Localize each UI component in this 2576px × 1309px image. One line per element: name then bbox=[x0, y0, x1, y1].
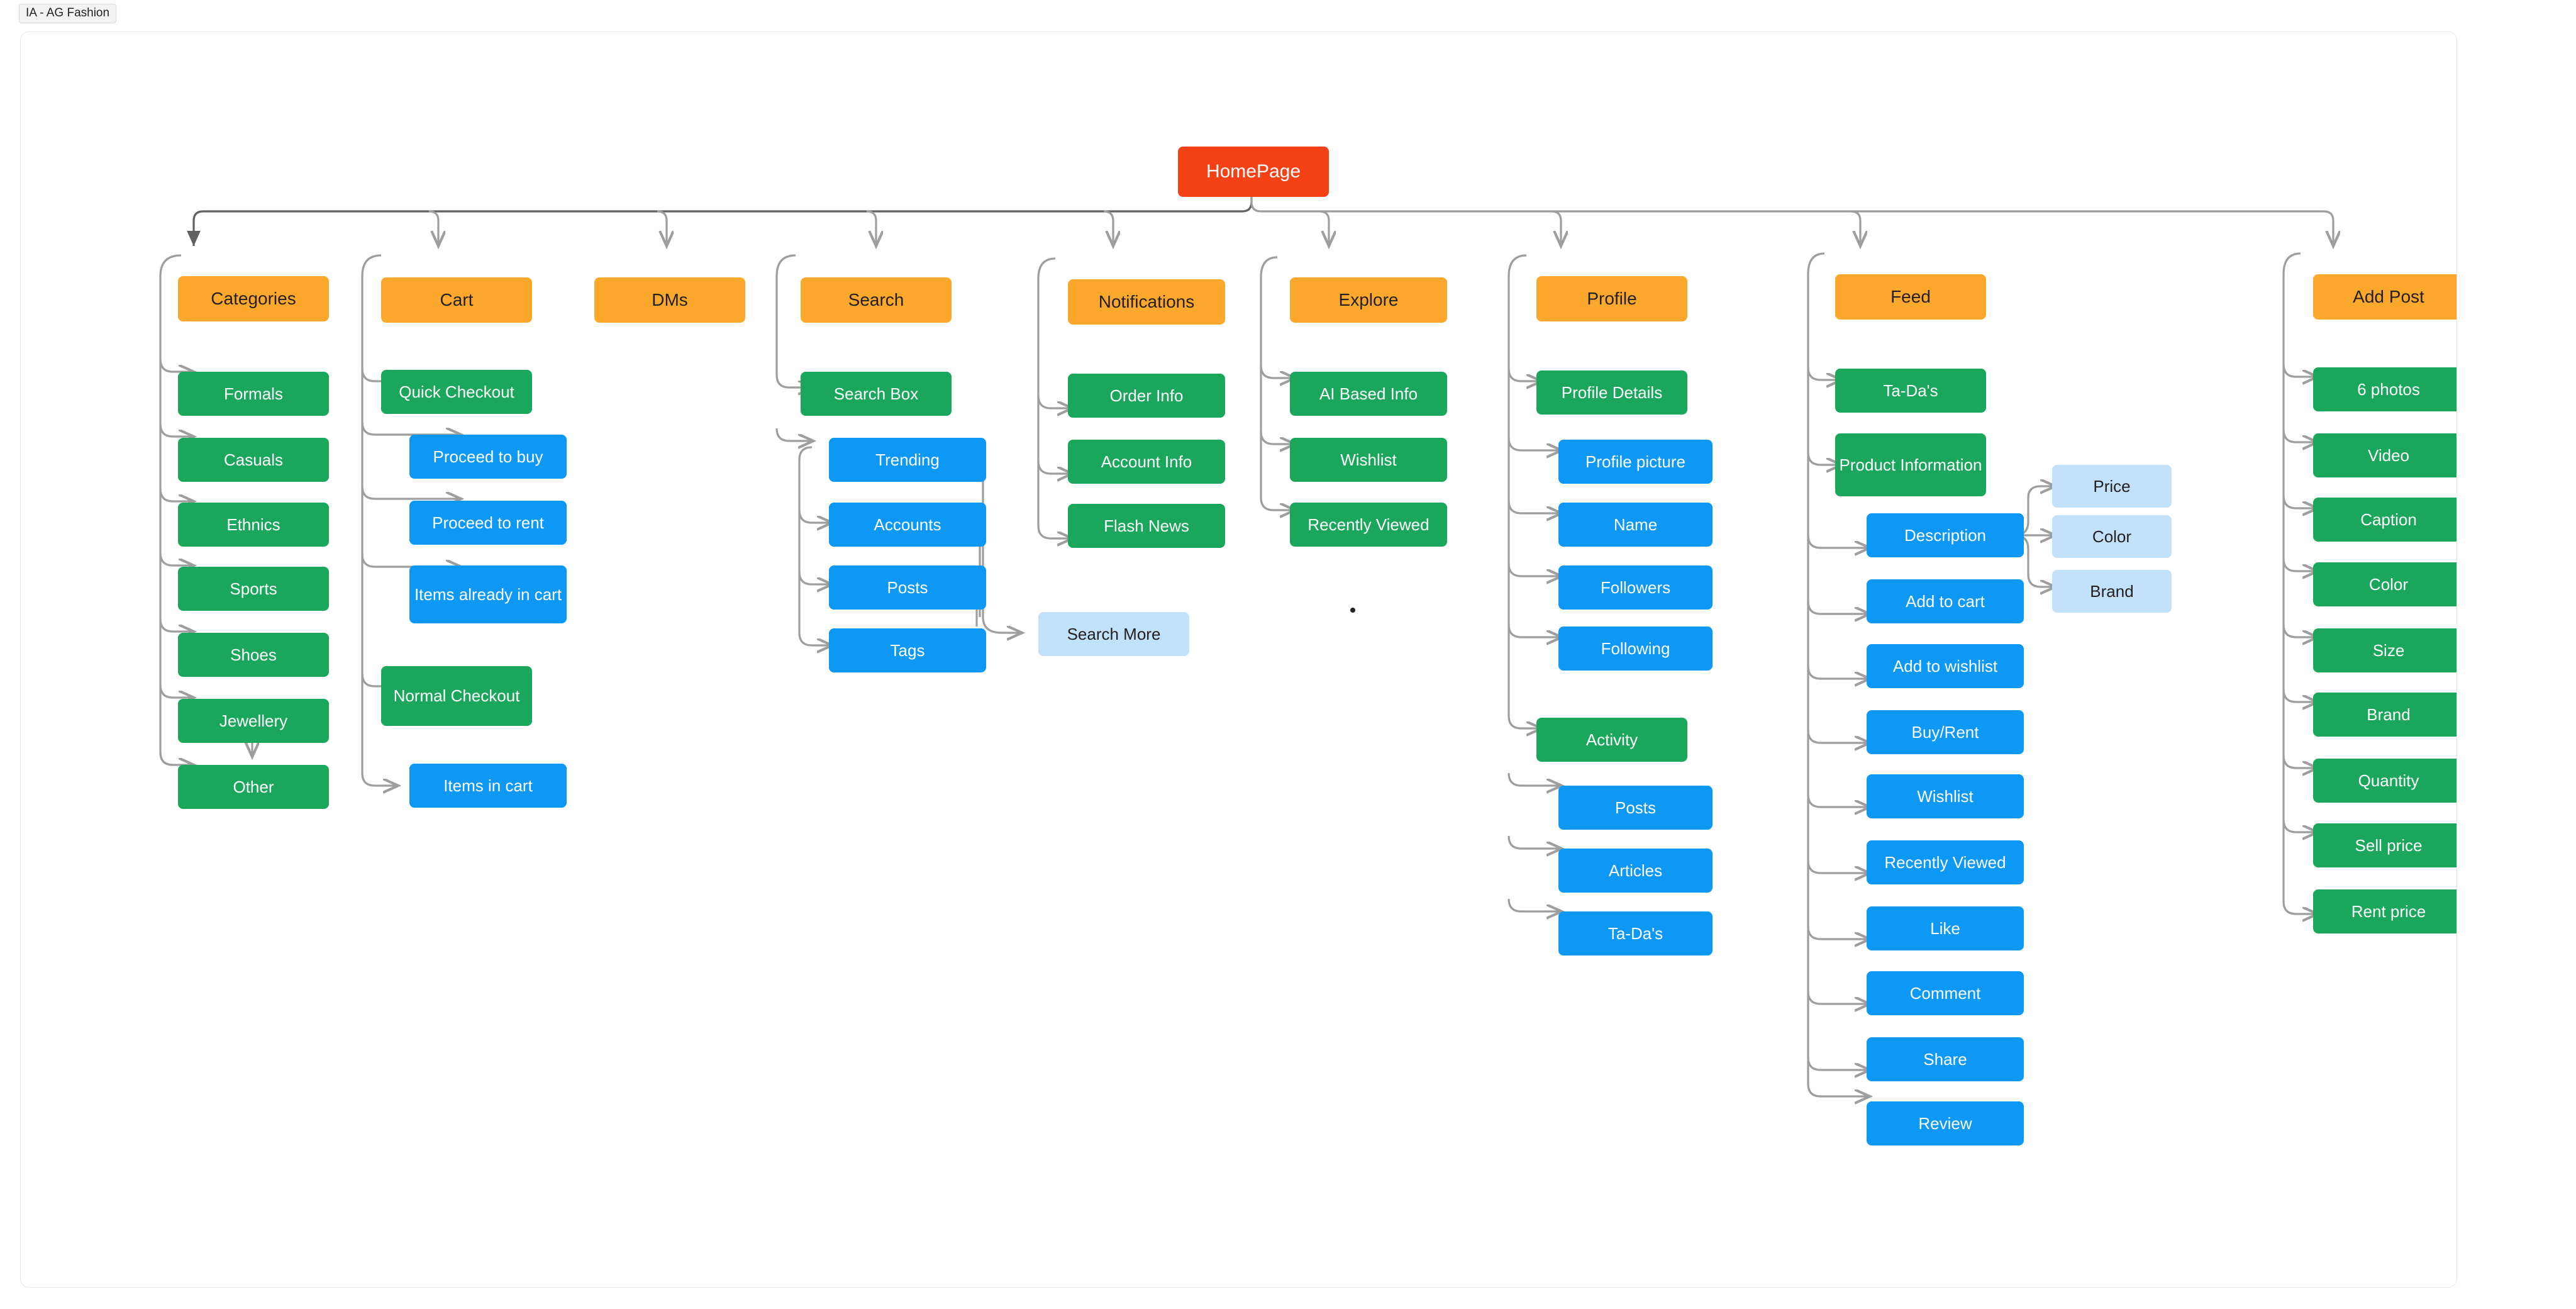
node-add-to-cart[interactable]: Add to cart bbox=[1867, 579, 2024, 623]
node-account-info[interactable]: Account Info bbox=[1068, 440, 1225, 484]
stray-dot-marker bbox=[1350, 608, 1355, 613]
node-quantity[interactable]: Quantity bbox=[2313, 759, 2457, 803]
node-6-photos[interactable]: 6 photos bbox=[2313, 367, 2457, 411]
node-activity-posts[interactable]: Posts bbox=[1558, 786, 1713, 830]
node-proceed-to-rent[interactable]: Proceed to rent bbox=[409, 501, 567, 545]
node-caption[interactable]: Caption bbox=[2313, 498, 2457, 542]
node-product-color[interactable]: Color bbox=[2052, 515, 2172, 558]
node-casuals[interactable]: Casuals bbox=[178, 438, 329, 482]
node-feed-wishlist[interactable]: Wishlist bbox=[1867, 774, 2024, 818]
node-explore-wishlist[interactable]: Wishlist bbox=[1290, 438, 1447, 482]
tab-label[interactable]: IA - AG Fashion bbox=[19, 4, 117, 23]
node-proceed-to-buy[interactable]: Proceed to buy bbox=[409, 435, 567, 479]
node-size[interactable]: Size bbox=[2313, 628, 2457, 672]
node-buy-rent[interactable]: Buy/Rent bbox=[1867, 710, 2024, 754]
node-normal-checkout[interactable]: Normal Checkout bbox=[381, 666, 532, 726]
node-search-box[interactable]: Search Box bbox=[801, 372, 952, 416]
node-profile-picture[interactable]: Profile picture bbox=[1558, 440, 1713, 484]
node-feed-recently-viewed[interactable]: Recently Viewed bbox=[1867, 840, 2024, 884]
node-profile[interactable]: Profile bbox=[1536, 276, 1687, 321]
diagram-canvas[interactable]: HomePage Categories Formals Casuals Ethn… bbox=[20, 31, 2457, 1288]
node-explore-recently-viewed[interactable]: Recently Viewed bbox=[1290, 503, 1447, 547]
edge-layer bbox=[159, 167, 2457, 1287]
node-ai-based-info[interactable]: AI Based Info bbox=[1290, 372, 1447, 416]
node-price[interactable]: Price bbox=[2052, 465, 2172, 508]
node-notifications[interactable]: Notifications bbox=[1068, 279, 1225, 325]
node-explore[interactable]: Explore bbox=[1290, 277, 1447, 323]
node-activity-tadas[interactable]: Ta-Da's bbox=[1558, 911, 1713, 955]
node-cart[interactable]: Cart bbox=[381, 277, 532, 323]
node-sports[interactable]: Sports bbox=[178, 567, 329, 611]
node-add-post[interactable]: Add Post bbox=[2313, 274, 2457, 320]
node-addpost-color[interactable]: Color bbox=[2313, 562, 2457, 606]
node-items-in-cart[interactable]: Items in cart bbox=[409, 764, 567, 808]
node-comment[interactable]: Comment bbox=[1867, 971, 2024, 1015]
node-dms[interactable]: DMs bbox=[594, 277, 745, 323]
node-posts[interactable]: Posts bbox=[829, 565, 986, 610]
node-search-more[interactable]: Search More bbox=[1038, 612, 1189, 656]
node-addpost-brand[interactable]: Brand bbox=[2313, 693, 2457, 737]
node-share[interactable]: Share bbox=[1867, 1037, 2024, 1081]
node-product-information[interactable]: Product Information bbox=[1835, 433, 1986, 496]
node-accounts[interactable]: Accounts bbox=[829, 503, 986, 547]
node-add-to-wishlist[interactable]: Add to wishlist bbox=[1867, 644, 2024, 688]
node-articles[interactable]: Articles bbox=[1558, 849, 1713, 893]
node-activity[interactable]: Activity bbox=[1536, 718, 1687, 762]
node-quick-checkout[interactable]: Quick Checkout bbox=[381, 370, 532, 414]
node-description[interactable]: Description bbox=[1867, 513, 2024, 557]
node-homepage[interactable]: HomePage bbox=[1178, 147, 1329, 197]
node-sell-price[interactable]: Sell price bbox=[2313, 823, 2457, 867]
node-flash-news[interactable]: Flash News bbox=[1068, 504, 1225, 548]
node-categories[interactable]: Categories bbox=[178, 276, 329, 321]
node-like[interactable]: Like bbox=[1867, 906, 2024, 950]
node-ethnics[interactable]: Ethnics bbox=[178, 503, 329, 547]
node-feed[interactable]: Feed bbox=[1835, 274, 1986, 320]
node-other[interactable]: Other bbox=[178, 765, 329, 809]
node-order-info[interactable]: Order Info bbox=[1068, 374, 1225, 418]
node-profile-name[interactable]: Name bbox=[1558, 503, 1713, 547]
node-jewellery[interactable]: Jewellery bbox=[178, 699, 329, 743]
node-rent-price[interactable]: Rent price bbox=[2313, 889, 2457, 933]
node-feed-tadas[interactable]: Ta-Da's bbox=[1835, 369, 1986, 413]
node-tags[interactable]: Tags bbox=[829, 628, 986, 672]
node-trending[interactable]: Trending bbox=[829, 438, 986, 482]
node-profile-details[interactable]: Profile Details bbox=[1536, 370, 1687, 415]
node-following[interactable]: Following bbox=[1558, 627, 1713, 671]
node-product-brand[interactable]: Brand bbox=[2052, 570, 2172, 613]
node-formals[interactable]: Formals bbox=[178, 372, 329, 416]
node-followers[interactable]: Followers bbox=[1558, 565, 1713, 610]
node-review[interactable]: Review bbox=[1867, 1101, 2024, 1145]
node-shoes[interactable]: Shoes bbox=[178, 633, 329, 677]
node-search[interactable]: Search bbox=[801, 277, 952, 323]
node-items-already-in-cart[interactable]: Items already in cart bbox=[409, 565, 567, 623]
node-video[interactable]: Video bbox=[2313, 433, 2457, 477]
